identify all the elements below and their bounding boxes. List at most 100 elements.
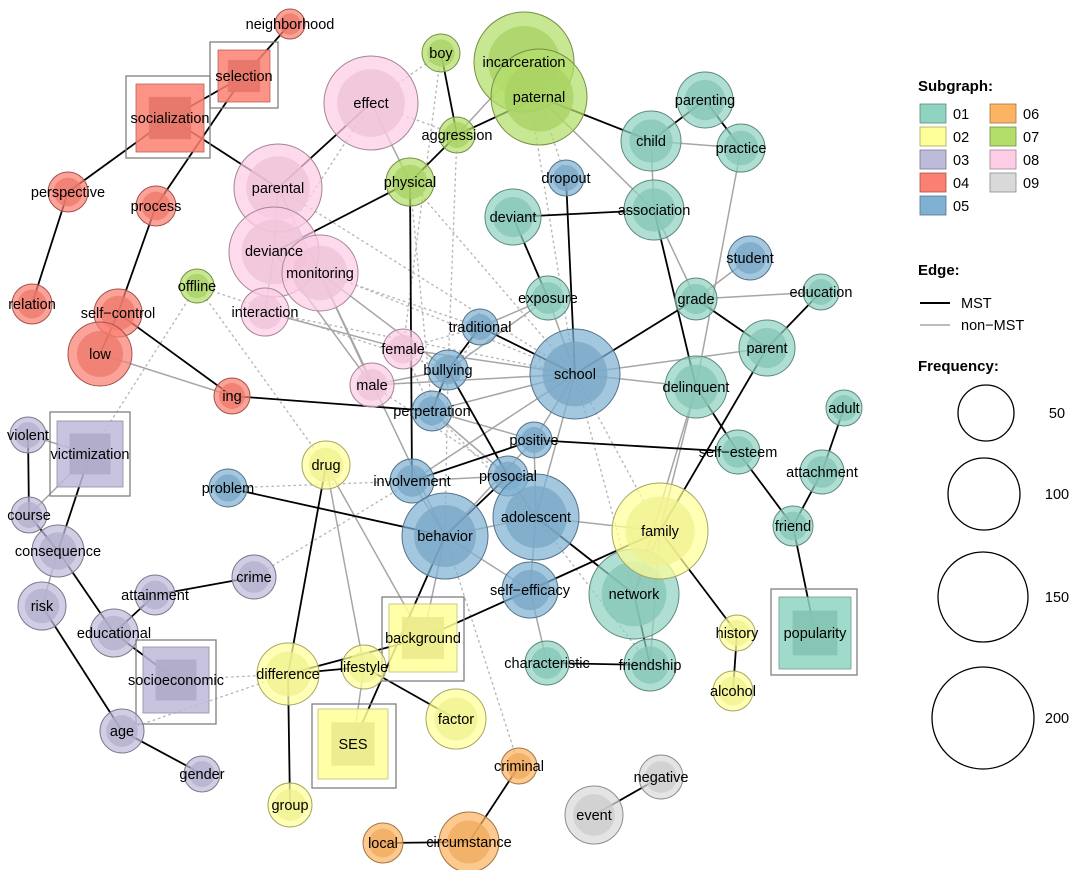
node-label-perpetration: perpetration xyxy=(393,404,470,420)
node-consequence xyxy=(31,524,85,578)
node-age xyxy=(99,708,145,754)
node-label-monitoring: monitoring xyxy=(286,266,354,282)
subgraph-swatch xyxy=(919,103,947,124)
node-label-violent: violent xyxy=(7,428,49,444)
node-characteristic xyxy=(524,640,570,686)
node-label-offline: offline xyxy=(178,279,216,295)
label-layer: neighborhood selection socialization perspe… xyxy=(7,17,860,852)
node-core xyxy=(625,496,695,566)
node-label-behavior: behavior xyxy=(417,529,473,545)
node-core xyxy=(238,561,270,593)
node-label-network: network xyxy=(609,587,661,603)
node-difference xyxy=(256,642,320,706)
node-label-crime: crime xyxy=(236,570,271,586)
node-label-characteristic: characteristic xyxy=(504,656,589,672)
node-effect xyxy=(323,55,419,151)
node-core xyxy=(414,505,476,567)
node-student xyxy=(727,235,773,281)
node-label-gender: gender xyxy=(179,767,224,783)
node-core xyxy=(17,289,47,319)
node-core xyxy=(629,119,673,163)
subgraph-legend-item-09: 09 xyxy=(989,172,1039,193)
node-self-esteem xyxy=(715,429,761,475)
node-core xyxy=(645,761,677,793)
subgraph-legend-label: 04 xyxy=(953,176,969,192)
node-label-delinquent: delinquent xyxy=(663,380,730,396)
node-label-problem: problem xyxy=(202,481,254,497)
node-core xyxy=(504,62,574,132)
node-core xyxy=(356,369,388,401)
node-label-attachment: attachment xyxy=(786,465,858,481)
dotted-edge-physical-perpetration xyxy=(409,181,433,412)
node-physical xyxy=(385,157,435,207)
node-core xyxy=(392,164,428,200)
dotted-edge-male-prosocial xyxy=(371,384,509,477)
node-risk xyxy=(17,581,67,631)
node-victimization xyxy=(49,411,131,497)
node-educational xyxy=(89,608,139,658)
dotted-edge-offline-drug xyxy=(196,285,327,466)
node-attainment xyxy=(134,574,176,616)
node-female xyxy=(382,328,424,370)
node-core xyxy=(227,59,261,93)
node-core xyxy=(531,647,563,679)
node-core xyxy=(778,511,808,541)
node-core xyxy=(247,294,283,330)
node-core xyxy=(722,436,754,468)
node-label-association: association xyxy=(618,203,691,219)
node-core xyxy=(718,676,748,706)
subgraph-legend-label: 09 xyxy=(1023,176,1039,192)
node-label-self-efficacy: self−efficacy xyxy=(490,583,571,599)
subgraph-swatch xyxy=(919,195,947,216)
node-traditional xyxy=(461,308,499,346)
node-label-deviant: deviant xyxy=(490,210,537,226)
node-core xyxy=(76,330,124,378)
node-label-family: family xyxy=(641,524,680,540)
dotted-edge-parental-school xyxy=(277,187,576,375)
node-parental xyxy=(233,143,323,233)
node-school xyxy=(529,328,621,420)
node-friendship xyxy=(623,638,677,692)
node-label-neighborhood: neighborhood xyxy=(246,17,335,33)
node-label-process: process xyxy=(131,199,182,215)
node-core xyxy=(214,474,242,502)
subgraph-swatch xyxy=(919,126,947,147)
node-label-background: background xyxy=(385,631,461,647)
node-label-perspective: perspective xyxy=(31,185,105,201)
node-core xyxy=(279,13,301,35)
node-core xyxy=(265,651,311,697)
node-label-history: history xyxy=(716,626,759,642)
node-grade xyxy=(674,277,718,321)
node-label-exposure: exposure xyxy=(518,291,578,307)
node-label-selection: selection xyxy=(215,69,272,85)
node-core xyxy=(553,165,579,191)
subgraph-swatch xyxy=(989,172,1017,193)
node-crime xyxy=(231,554,277,600)
node-exposure xyxy=(525,275,571,321)
node-core xyxy=(417,396,447,426)
node-label-parental: parental xyxy=(252,181,304,197)
node-violent xyxy=(9,416,47,454)
subgraph-swatch xyxy=(989,126,1017,147)
node-factor xyxy=(425,688,487,750)
subgraph-legend-item-08: 08 xyxy=(989,149,1039,170)
node-label-negative: negative xyxy=(634,770,689,786)
node-frame xyxy=(311,703,397,789)
node-label-self-esteem: self−esteem xyxy=(699,445,778,461)
frequency-legend-title: Frequency: xyxy=(918,358,999,375)
subgraph-legend-label: 01 xyxy=(953,107,969,123)
node-label-education: education xyxy=(790,285,853,301)
node-core xyxy=(427,39,455,67)
node-label-parenting: parenting xyxy=(675,93,735,109)
node-selection xyxy=(209,41,279,109)
node-core xyxy=(467,314,493,340)
node-monitoring xyxy=(281,234,359,312)
node-label-socialization: socialization xyxy=(131,111,210,127)
node-label-low: low xyxy=(89,347,111,363)
node-low xyxy=(67,321,133,387)
node-ing xyxy=(213,377,251,415)
node-core xyxy=(808,279,834,305)
node-label-victimization: victimization xyxy=(51,447,130,463)
node-family xyxy=(611,482,709,580)
node-popularity xyxy=(770,588,858,676)
